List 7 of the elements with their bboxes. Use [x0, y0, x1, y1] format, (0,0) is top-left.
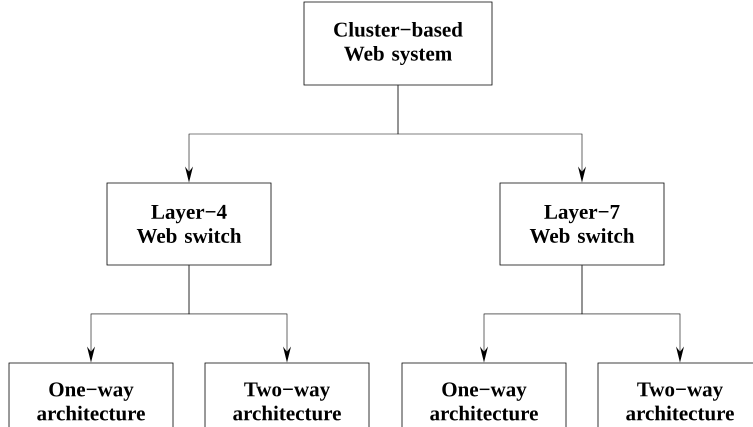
box: Two−way architecture	[204, 362, 370, 427]
box: One−way architecture	[8, 362, 174, 427]
box: Cluster−based Web system	[304, 2, 492, 86]
box: Two−way architecture	[598, 362, 753, 427]
box: Layer−4 Web switch	[106, 182, 272, 266]
box: One−way architecture	[402, 362, 566, 427]
box: Layer−7 Web switch	[500, 182, 664, 266]
